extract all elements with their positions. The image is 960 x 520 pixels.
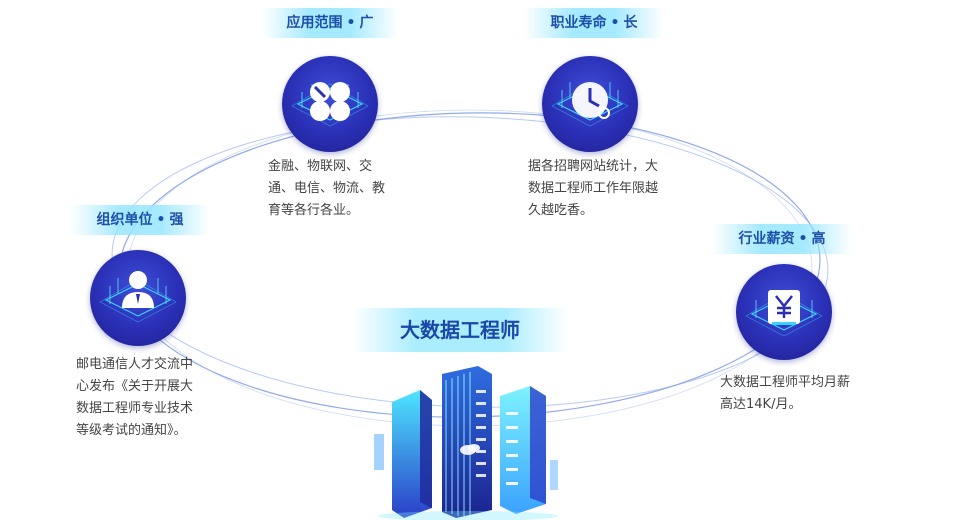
tag-label: 组织单位	[96, 212, 153, 228]
tag-organizer: 组织单位•强	[70, 205, 210, 235]
tag-label: 应用范围	[286, 15, 343, 31]
desc-career-lifespan: 据各招聘网站统计，大数据工程师工作年限越久越吃香。	[528, 159, 659, 218]
badge-organizer	[90, 250, 186, 346]
tag-separator: •	[610, 15, 620, 31]
tag-career-lifespan: 职业寿命•长	[524, 8, 664, 38]
tag-industry-salary: 行业薪资•高	[712, 224, 852, 254]
tag-suffix: 高	[811, 231, 826, 247]
desc-industry-salary: 大数据工程师平均月薪高达14K/月。	[720, 375, 851, 412]
tag-suffix: 长	[623, 15, 638, 31]
page-title: 大数据工程师	[352, 308, 568, 352]
badge-career-lifespan	[542, 56, 638, 152]
city-buildings-illustration	[374, 366, 558, 520]
badge-industry-salary	[736, 264, 832, 360]
tag-label: 行业薪资	[738, 231, 795, 247]
badge-application-scope	[282, 56, 378, 152]
tag-suffix: 强	[169, 212, 184, 228]
desc-application-scope: 金融、物联网、交通、电信、物流、教育等各行各业。	[268, 159, 386, 218]
clock-icon	[551, 82, 629, 127]
person-icon	[99, 271, 177, 323]
yuan-icon	[745, 290, 823, 337]
tag-separator: •	[798, 231, 808, 247]
chain-link-icon	[291, 82, 369, 127]
tag-separator: •	[156, 212, 166, 228]
tag-application-scope: 应用范围•广	[262, 8, 398, 38]
tag-separator: •	[346, 15, 356, 31]
desc-organizer: 邮电通信人才交流中心发布《关于开展大数据工程师专业技术等级考试的通知》。	[76, 357, 194, 438]
tag-suffix: 广	[359, 15, 374, 31]
tag-label: 职业寿命	[550, 15, 607, 31]
